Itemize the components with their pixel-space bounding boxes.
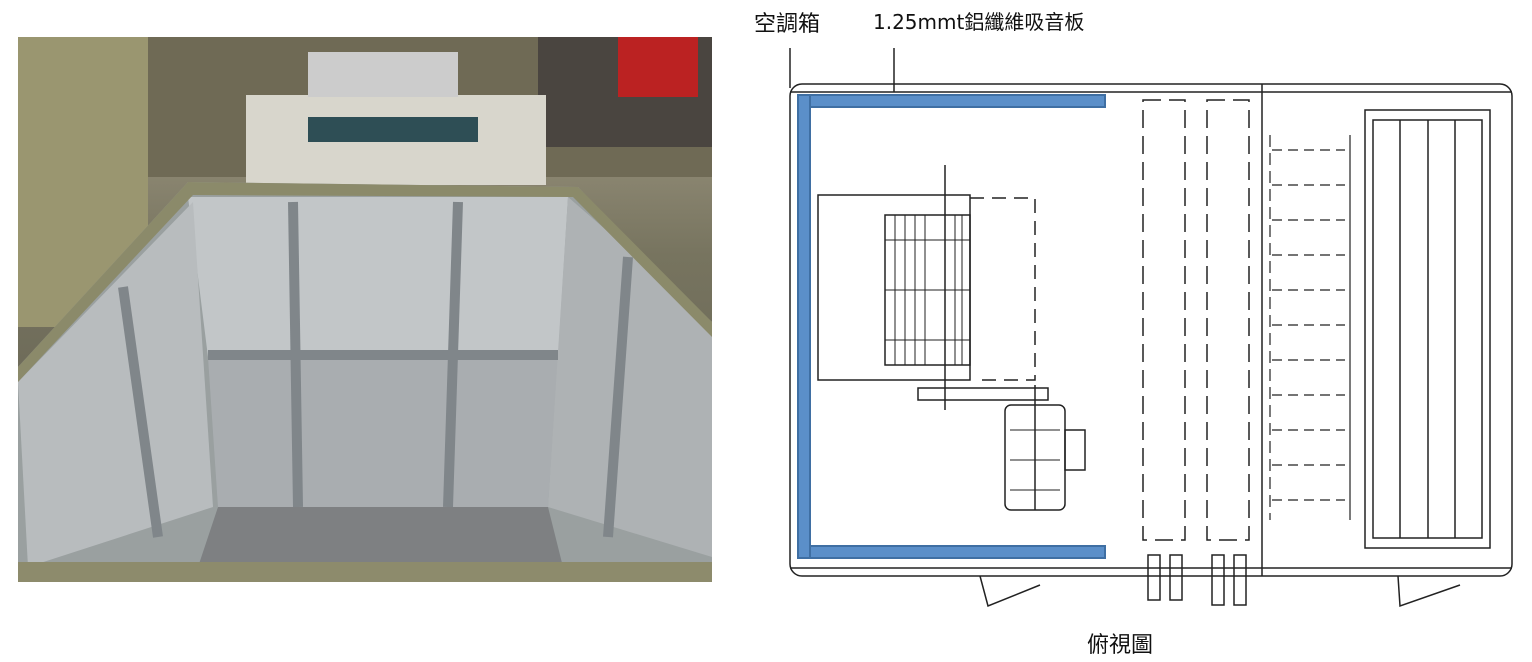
damper-actuators [1147,554,1247,606]
coil [1364,109,1491,549]
acoustic-panel-highlight [797,94,1106,559]
ahu-casing-photo [18,37,712,582]
filter-fins [1269,135,1351,520]
motor [1004,385,1086,511]
unit-label: 空調箱 [754,12,821,37]
damper-sections [1142,99,1250,541]
fan-assembly [817,165,1049,410]
photo-illustration [18,37,712,582]
top-view-caption: 俯視圖 [1087,633,1154,658]
casing-outline [789,83,1513,577]
door-swings [979,575,1461,608]
panel-label: 1.25mmt鋁纖維吸音板 [873,10,1085,34]
